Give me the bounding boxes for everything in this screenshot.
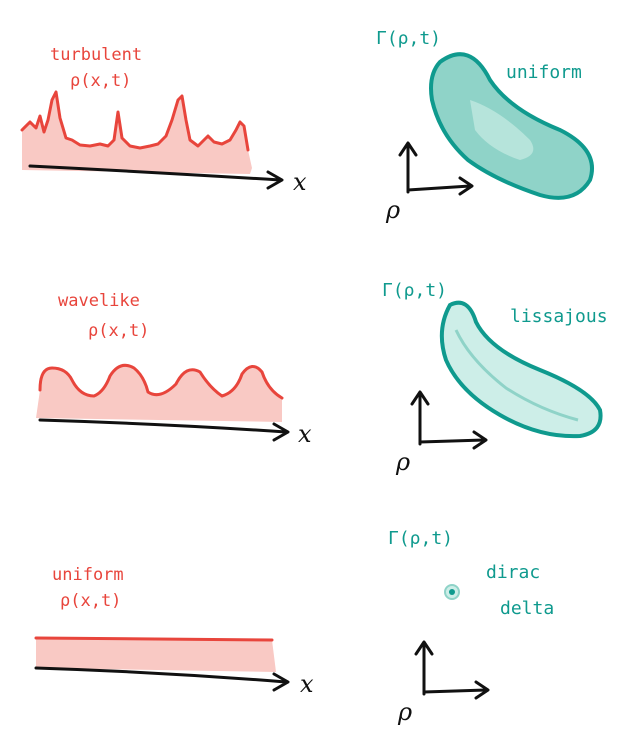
phase-note-uniform: uniform: [506, 62, 582, 83]
phase-space-label: Γ(ρ,t): [376, 28, 441, 49]
uniform-density-fill: [36, 638, 276, 672]
dirac-delta-core: [449, 589, 455, 595]
x-axis-arrow: [38, 418, 290, 442]
phase-space-label: Γ(ρ,t): [382, 280, 447, 301]
x-axis-arrow: [34, 666, 290, 692]
wavelike-density-curve: [38, 363, 284, 400]
phase-blob-inner-outline: [454, 329, 579, 422]
phase-space-label: Γ(ρ,t): [388, 528, 453, 549]
phase-blob-lissajous: [439, 300, 603, 439]
row-turbulent: turbulent ρ(x,t) x Γ(ρ,t) uniform ρ: [20, 28, 594, 224]
phase-axes: [398, 141, 474, 196]
phase-note-lissajous: lissajous: [510, 306, 608, 327]
turbulent-density-curve: [20, 90, 250, 152]
phase-note-dirac: dirac: [486, 562, 540, 583]
uniform-density-curve: [34, 636, 274, 642]
density-label-rho: ρ(x,t): [88, 321, 149, 341]
phase-axis-label-rho: ρ: [395, 448, 410, 476]
x-axis-label: x: [300, 670, 314, 698]
density-label-uniform: uniform: [52, 565, 124, 585]
phase-axis-label-rho: ρ: [385, 196, 400, 224]
x-axis-label: x: [293, 168, 307, 196]
density-label-rho: ρ(x,t): [60, 591, 121, 611]
x-axis-label: x: [298, 420, 312, 448]
row-uniform: uniform ρ(x,t) x Γ(ρ,t) dirac delta ρ: [34, 528, 554, 726]
phase-axes: [414, 640, 490, 700]
density-label-wavelike: wavelike: [58, 291, 140, 311]
density-label-rho: ρ(x,t): [70, 71, 131, 91]
x-axis-arrow: [28, 164, 284, 190]
phase-note-delta: delta: [500, 598, 554, 619]
turbulent-density-fill: [22, 92, 252, 174]
density-label-turbulent: turbulent: [50, 45, 142, 65]
phase-axis-label-rho: ρ: [397, 698, 412, 726]
phase-axes: [410, 390, 488, 450]
wavelike-density-fill: [36, 365, 282, 422]
phase-blob-highlight: [470, 100, 534, 160]
row-wavelike: wavelike ρ(x,t) x Γ(ρ,t) lissajous ρ: [36, 280, 608, 476]
